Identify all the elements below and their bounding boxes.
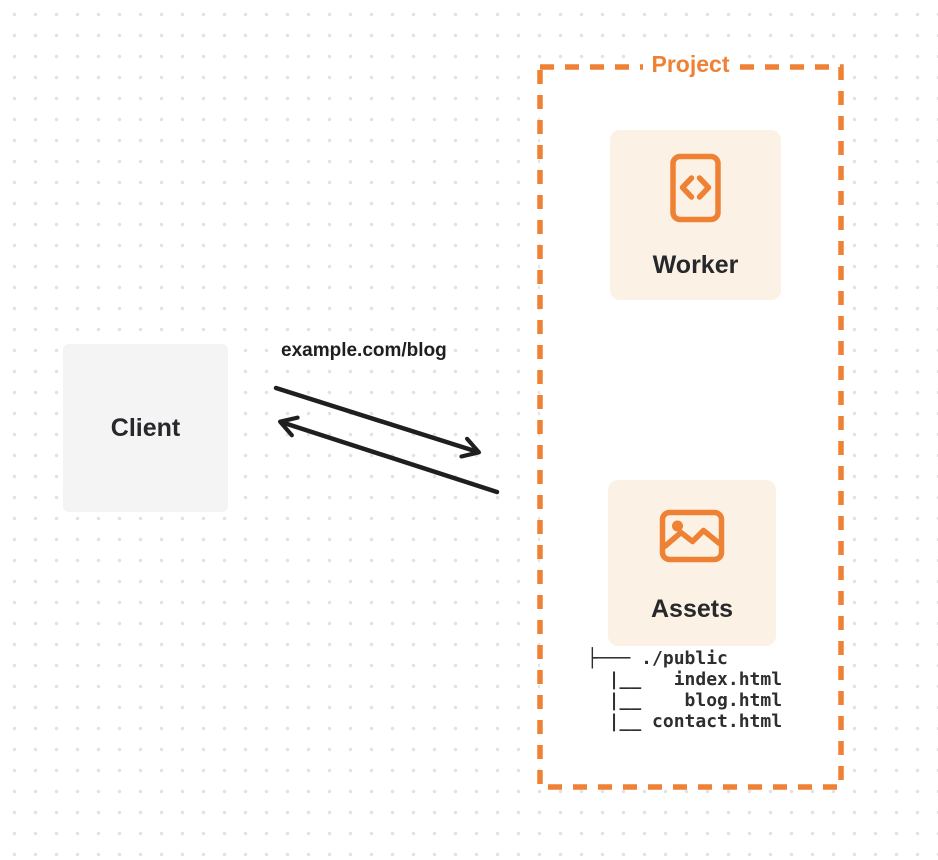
code-file-icon: [670, 153, 721, 223]
client-node: Client: [63, 344, 228, 512]
worker-label: Worker: [652, 251, 739, 279]
assets-label: Assets: [651, 595, 733, 623]
client-label: Client: [110, 413, 181, 442]
request-url-label: example.com/blog: [281, 340, 447, 361]
project-title-wrap: Project: [540, 51, 841, 78]
assets-node: Assets: [608, 480, 776, 646]
image-icon: [659, 509, 725, 563]
file-tree: ├─── ./public |__ index.html |__ blog.ht…: [587, 648, 783, 732]
project-label: Project: [642, 51, 739, 78]
worker-node: Worker: [610, 130, 781, 300]
response-arrow: [277, 415, 500, 495]
request-arrow: [273, 385, 482, 459]
image-icon-sun: [672, 520, 683, 532]
